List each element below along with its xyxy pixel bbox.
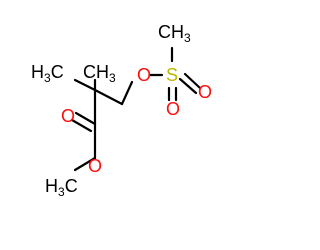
methyl-bottom-label: H3C bbox=[45, 176, 78, 199]
bond-ch2-cquat bbox=[93, 88, 124, 106]
bond-s-o-right-2 bbox=[183, 72, 202, 90]
sulfonyl-o-bottom-label: O bbox=[166, 99, 180, 119]
sulfur-label: S bbox=[166, 65, 178, 85]
bond-s-o-right-1 bbox=[178, 77, 198, 95]
methyl-top-right-label: CH3 bbox=[158, 22, 191, 45]
bonds bbox=[70, 46, 202, 172]
methyl-left-label: H3C bbox=[31, 62, 64, 85]
sulfonyl-o-right-label: O bbox=[198, 82, 212, 102]
structural-formula-diagram: CH3 O S O O H3C CH3 O O H3C bbox=[31, 22, 212, 199]
bond-c-o-double-1 bbox=[74, 111, 97, 126]
methyl-top-label: CH3 bbox=[83, 62, 116, 85]
bond-c-o-double-2 bbox=[70, 118, 93, 133]
bond-o-ch3 bbox=[73, 156, 97, 172]
bond-o-ch2 bbox=[120, 80, 134, 106]
bond-cquat-ch3-left bbox=[73, 78, 97, 92]
ether-o-label: O bbox=[137, 65, 151, 85]
carbonyl-o-label: O bbox=[61, 106, 75, 126]
ester-o-label: O bbox=[88, 156, 102, 176]
atom-labels: CH3 O S O O H3C CH3 O O H3C bbox=[31, 22, 212, 199]
